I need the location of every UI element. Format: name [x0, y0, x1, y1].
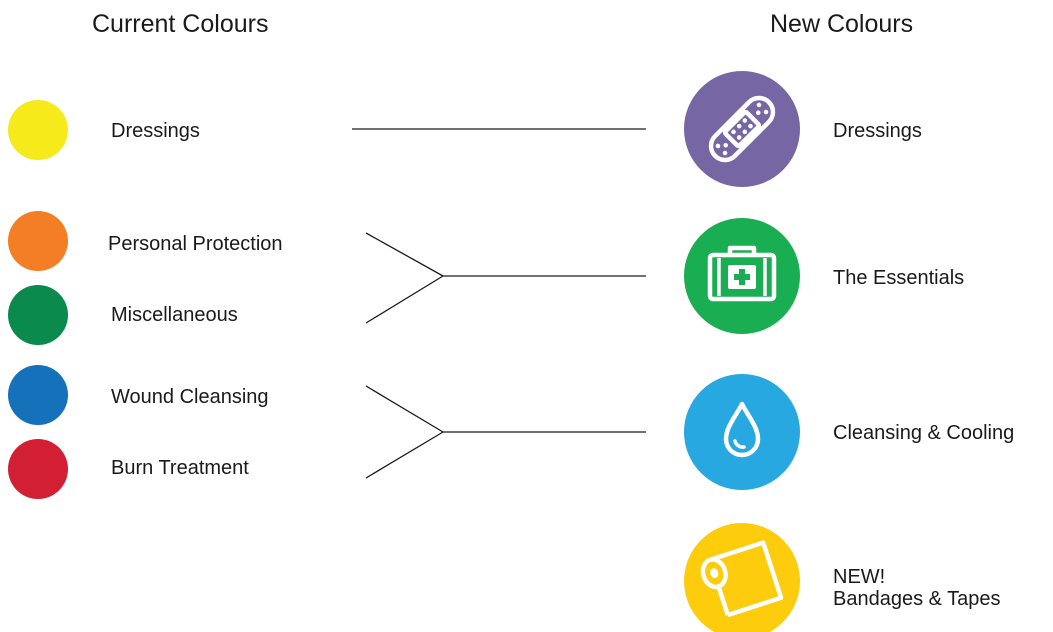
first-aid-kit-icon: [707, 245, 777, 302]
new-badge-label: NEW!: [833, 566, 886, 588]
miscellaneous-green-dot: [8, 285, 68, 345]
dressings-purple-circle: [684, 71, 800, 187]
wound-cleansing-label: Wound Cleansing: [111, 386, 269, 408]
miscellaneous-label: Miscellaneous: [111, 304, 238, 326]
burn-treatment-red-dot: [8, 439, 68, 499]
tape-roll-icon: [700, 540, 784, 618]
personal-protection-orange-dot: [8, 211, 68, 271]
essentials-merge-connector: [365, 232, 646, 324]
cleansing-cooling-label: Cleansing & Cooling: [833, 422, 1015, 444]
current-colours-heading: Current Colours: [92, 10, 269, 38]
cleansing-cooling-blue-circle: [684, 374, 800, 490]
the-essentials-label: The Essentials: [833, 267, 965, 289]
wound-cleansing-blue-dot: [8, 365, 68, 425]
bandage-plaster-icon: [708, 95, 776, 163]
bandages-tapes-yellow-circle: [684, 523, 800, 632]
personal-protection-label: Personal Protection: [108, 233, 283, 255]
burn-treatment-label: Burn Treatment: [111, 457, 249, 479]
current-dressings-label: Dressings: [111, 120, 200, 142]
essentials-green-circle: [684, 218, 800, 334]
new-dressings-label: Dressings: [833, 120, 922, 142]
bandages-tapes-label: Bandages & Tapes: [833, 588, 1001, 610]
water-drop-icon: [723, 401, 761, 458]
new-colours-heading: New Colours: [770, 10, 914, 38]
cleansing-merge-connector: [365, 385, 646, 479]
dressings-yellow-dot: [8, 100, 68, 160]
